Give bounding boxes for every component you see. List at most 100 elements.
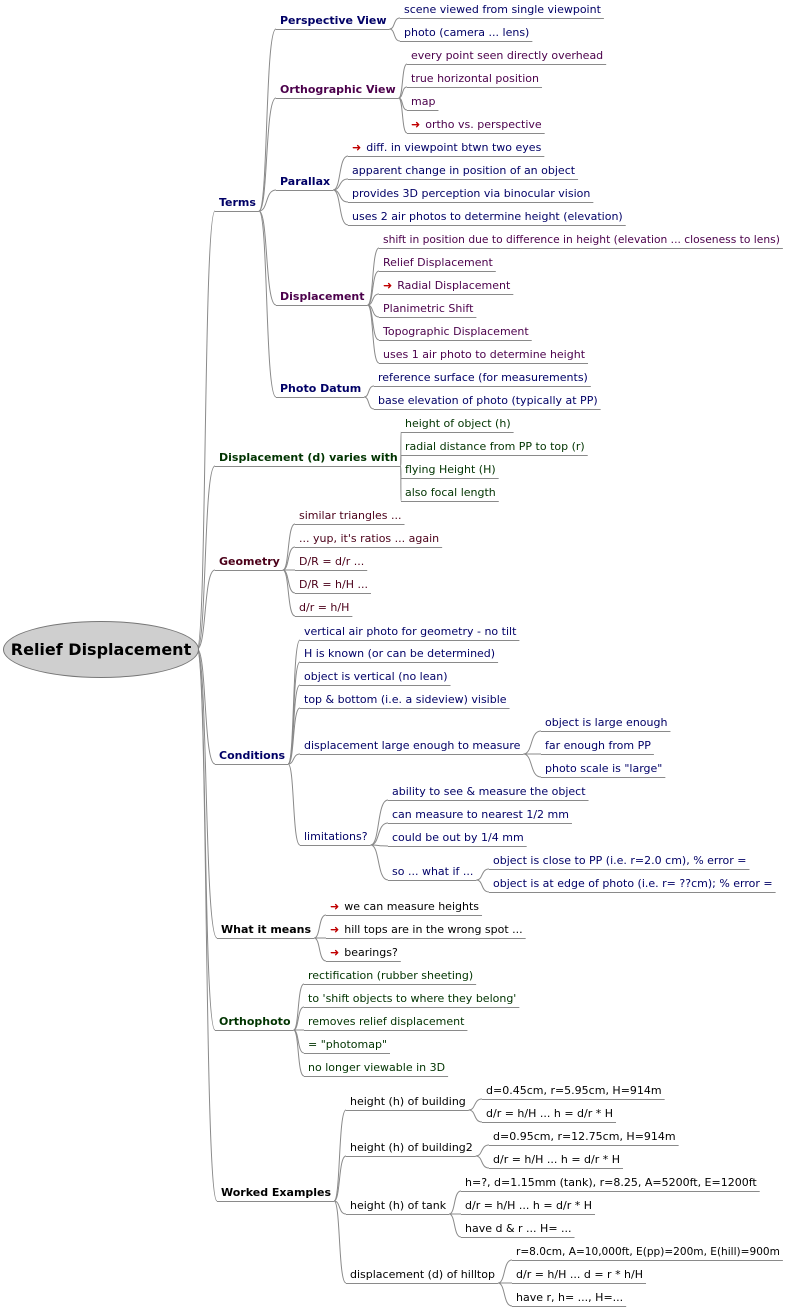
node-label: displacement large enough to measure [304, 739, 521, 752]
node-label: height of object (h) [405, 417, 511, 430]
node-limitations[interactable]: limitations? [304, 830, 368, 844]
node-object-is-large-enough[interactable]: object is large enough [545, 716, 667, 730]
node-photomap[interactable]: = "photomap" [308, 1038, 387, 1052]
node-label: Conditions [219, 749, 286, 762]
node-provides-3d-perception-via-binocular-vis[interactable]: provides 3D perception via binocular vis… [352, 187, 590, 201]
node-vertical-air-photo-for-geometry-no-tilt[interactable]: vertical air photo for geometry - no til… [304, 625, 516, 639]
node-label: Perspective View [280, 14, 387, 27]
node-label: Photo Datum [280, 382, 362, 395]
node-yup-it-s-ratios-again[interactable]: ... yup, it's ratios ... again [299, 532, 439, 546]
node-object-is-close-to-pp-i-e-r-2-0-cm-error[interactable]: object is close to PP (i.e. r=2.0 cm), %… [493, 854, 746, 868]
node-photo-scale-is-large[interactable]: photo scale is "large" [545, 762, 662, 776]
connector-line [196, 648, 216, 1031]
node-label: provides 3D perception via binocular vis… [352, 187, 591, 200]
root-node[interactable]: Relief Displacement [3, 621, 199, 678]
node-label: height (h) of building [350, 1095, 466, 1108]
node-label: ... yup, it's ratios ... again [299, 532, 440, 545]
node-displacement-d-of-hilltop[interactable]: displacement (d) of hilltop [350, 1268, 495, 1282]
node-every-point-seen-directly-overhead[interactable]: every point seen directly overhead [411, 49, 603, 63]
node-label: uses 2 air photos to determine height (e… [352, 210, 623, 223]
node-d-0-45cm-r-5-95cm-h-914m[interactable]: d=0.45cm, r=5.95cm, H=914m [486, 1084, 662, 1098]
node-ability-to-see-measure-the-object[interactable]: ability to see & measure the object [392, 785, 586, 799]
node-d-r-h-h-h-d-r-h[interactable]: d/r = h/H ... h = d/r * H [486, 1107, 613, 1121]
node-radial-distance-from-pp-to-top-r[interactable]: radial distance from PP to top (r) [405, 440, 585, 454]
node-removes-relief-displacement[interactable]: removes relief displacement [308, 1015, 464, 1029]
connector-line [448, 1213, 462, 1238]
node-can-measure-to-nearest-1-2-mm[interactable]: can measure to nearest 1/2 mm [392, 808, 569, 822]
node-object-is-vertical-no-lean[interactable]: object is vertical (no lean) [304, 670, 448, 684]
node-label: Planimetric Shift [383, 302, 474, 315]
node-d-r-h-h-h-d-r-h[interactable]: d/r = h/H ... h = d/r * H [465, 1199, 592, 1213]
node-apparent-change-in-position-of-an-object[interactable]: apparent change in position of an object [352, 164, 575, 178]
node-scene-viewed-from-single-viewpoint[interactable]: scene viewed from single viewpoint [404, 3, 601, 17]
branch-terms[interactable]: Terms [219, 196, 256, 210]
arrow-right-icon: ➜ [352, 141, 362, 154]
node-label: bearings? [344, 946, 398, 959]
branch-photo-datum[interactable]: Photo Datum [280, 382, 361, 396]
node-label: so ... what if ... [392, 865, 474, 878]
node-no-longer-viewable-in-3d[interactable]: no longer viewable in 3D [308, 1061, 445, 1075]
node-we-can-measure-heights[interactable]: ➜we can measure heights [330, 900, 479, 914]
node-map[interactable]: map [411, 95, 435, 109]
node-could-be-out-by-1-4-mm[interactable]: could be out by 1/4 mm [392, 831, 524, 845]
arrow-right-icon: ➜ [330, 923, 340, 936]
node-to-shift-objects-to-where-they-belong[interactable]: to 'shift objects to where they belong' [308, 992, 516, 1006]
node-d-r-h-h[interactable]: d/r = h/H [299, 601, 349, 615]
branch-displacement-d-varies-with[interactable]: Displacement (d) varies with [219, 451, 398, 465]
node-flying-height-h[interactable]: flying Height (H) [405, 463, 496, 477]
node-d-r-d-r[interactable]: D/R = d/r ... [299, 555, 364, 569]
branch-worked-examples[interactable]: Worked Examples [221, 1186, 331, 1200]
node-height-h-of-tank[interactable]: height (h) of tank [350, 1199, 446, 1213]
node-bearings[interactable]: ➜bearings? [330, 946, 398, 960]
branch-perspective-view[interactable]: Perspective View [280, 14, 387, 28]
node-planimetric-shift[interactable]: Planimetric Shift [383, 302, 473, 316]
node-rectification-rubber-sheeting[interactable]: rectification (rubber sheeting) [308, 969, 473, 983]
node-relief-displacement[interactable]: Relief Displacement [383, 256, 493, 270]
node-topographic-displacement[interactable]: Topographic Displacement [383, 325, 529, 339]
node-d-r-h-h-h-d-r-h[interactable]: d/r = h/H ... h = d/r * H [493, 1153, 620, 1167]
node-h-d-1-15mm-tank-r-8-25-a-5200ft-e-1200ft[interactable]: h=?, d=1.15mm (tank), r=8.25, A=5200ft, … [465, 1176, 757, 1190]
node-uses-2-air-photos-to-determine-height-el[interactable]: uses 2 air photos to determine height (e… [352, 210, 623, 224]
node-label: Orthophoto [219, 1015, 291, 1028]
node-d-r-h-h-d-r-h-h[interactable]: d/r = h/H ... d = r * h/H [516, 1268, 643, 1282]
node-r-8-0cm-a-10-000ft-e-pp-200m-e-hill-900m[interactable]: r=8.0cm, A=10,000ft, E(pp)=200m, E(hill)… [516, 1245, 780, 1259]
node-shift-in-position-due-to-difference-in-h[interactable]: shift in position due to difference in h… [383, 233, 780, 247]
branch-conditions[interactable]: Conditions [219, 749, 285, 763]
branch-orthographic-view[interactable]: Orthographic View [280, 83, 396, 97]
branch-displacement[interactable]: Displacement [280, 290, 365, 304]
branch-what-it-means[interactable]: What it means [221, 923, 311, 937]
node-have-d-r-h[interactable]: have d & r ... H= ... [465, 1222, 572, 1236]
node-d-r-h-h[interactable]: D/R = h/H ... [299, 578, 368, 592]
node-label: Orthographic View [280, 83, 396, 96]
branch-parallax[interactable]: Parallax [280, 175, 330, 189]
branch-orthophoto[interactable]: Orthophoto [219, 1015, 291, 1029]
node-displacement-large-enough-to-measure[interactable]: displacement large enough to measure [304, 739, 520, 753]
connector-line [258, 210, 277, 398]
node-base-elevation-of-photo-typically-at-pp[interactable]: base elevation of photo (typically at PP… [378, 394, 598, 408]
node-have-r-h-h[interactable]: have r, h= ..., H=... [516, 1291, 623, 1305]
node-height-h-of-building2[interactable]: height (h) of building2 [350, 1141, 473, 1155]
node-h-is-known-or-can-be-determined[interactable]: H is known (or can be determined) [304, 647, 495, 661]
node-so-what-if[interactable]: so ... what if ... [392, 865, 473, 879]
connector-line [258, 28, 277, 212]
node-height-of-object-h[interactable]: height of object (h) [405, 417, 511, 431]
node-diff-in-viewpoint-btwn-two-eyes[interactable]: ➜diff. in viewpoint btwn two eyes [352, 141, 541, 155]
node-d-0-95cm-r-12-75cm-h-914m[interactable]: d=0.95cm, r=12.75cm, H=914m [493, 1130, 676, 1144]
node-hill-tops-are-in-the-wrong-spot[interactable]: ➜hill tops are in the wrong spot ... [330, 923, 523, 937]
node-ortho-vs-perspective[interactable]: ➜ortho vs. perspective [411, 118, 542, 132]
node-label: reference surface (for measurements) [378, 371, 588, 384]
node-radial-displacement[interactable]: ➜Radial Displacement [383, 279, 510, 293]
node-far-enough-from-pp[interactable]: far enough from PP [545, 739, 651, 753]
node-reference-surface-for-measurements[interactable]: reference surface (for measurements) [378, 371, 588, 385]
branch-geometry[interactable]: Geometry [219, 555, 280, 569]
node-label: Displacement (d) varies with [219, 451, 398, 464]
node-also-focal-length[interactable]: also focal length [405, 486, 496, 500]
node-object-is-at-edge-of-photo-i-e-r-cm-erro[interactable]: object is at edge of photo (i.e. r= ??cm… [493, 877, 773, 891]
connector-line [333, 1109, 347, 1202]
node-height-h-of-building[interactable]: height (h) of building [350, 1095, 466, 1109]
node-similar-triangles[interactable]: similar triangles ... [299, 509, 402, 523]
node-uses-1-air-photo-to-determine-height[interactable]: uses 1 air photo to determine height [383, 348, 585, 362]
node-true-horizontal-position[interactable]: true horizontal position [411, 72, 539, 86]
node-photo-camera-lens[interactable]: photo (camera ... lens) [404, 26, 529, 40]
node-top-bottom-i-e-a-sideview-visible[interactable]: top & bottom (i.e. a sideview) visible [304, 693, 507, 707]
